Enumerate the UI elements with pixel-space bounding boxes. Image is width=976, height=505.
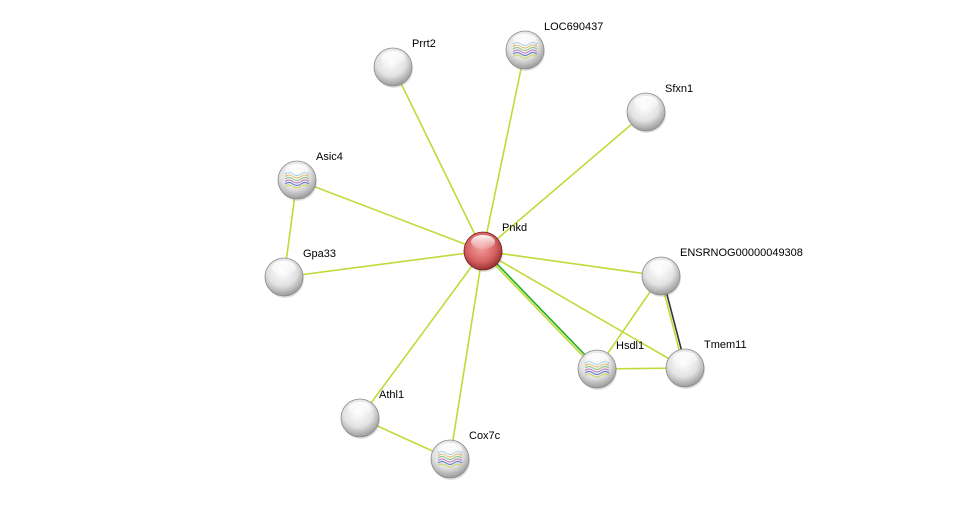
node-Prrt2[interactable]: Prrt2	[373, 38, 436, 88]
node-label: Hsdl1	[616, 340, 644, 352]
node-Hsdl1[interactable]: Hsdl1	[577, 340, 644, 390]
node-highlight	[438, 443, 462, 457]
node-label: LOC690437	[544, 21, 603, 33]
edge-Pnkd-ENSRNOG00000049308[interactable]	[482, 250, 662, 277]
edge-line-textmining	[283, 250, 484, 278]
edge-line-textmining	[392, 66, 484, 252]
node-Asic4[interactable]: Asic4	[277, 151, 343, 201]
node-highlight	[513, 34, 537, 48]
node-label: Athl1	[379, 389, 404, 401]
edge-line-textmining	[482, 250, 662, 277]
node-highlight	[348, 402, 372, 416]
edge-line-textmining	[296, 179, 484, 252]
node-highlight	[634, 96, 658, 110]
node-highlight	[381, 51, 405, 65]
node-ENSRNOG00000049308[interactable]: ENSRNOG00000049308	[641, 247, 803, 297]
node-label: Sfxn1	[665, 83, 693, 95]
edge-Pnkd-Sfxn1[interactable]	[482, 111, 647, 252]
edge-line-textmining	[482, 49, 526, 252]
node-highlight	[471, 235, 495, 249]
node-label: ENSRNOG00000049308	[680, 247, 803, 259]
edge-line-textmining	[481, 251, 597, 371]
edge-line-neighborhood	[483, 249, 599, 369]
node-label: Asic4	[316, 151, 343, 163]
node-label: Gpa33	[303, 248, 336, 260]
node-LOC690437[interactable]: LOC690437	[505, 21, 603, 71]
node-label: Prrt2	[412, 38, 436, 50]
edge-Pnkd-Cox7c[interactable]	[449, 250, 484, 460]
node-Tmem11[interactable]: Tmem11	[665, 339, 747, 389]
node-highlight	[272, 261, 296, 275]
edge-Pnkd-Asic4[interactable]	[296, 179, 484, 252]
node-label: Pnkd	[502, 222, 527, 234]
edge-Pnkd-Tmem11[interactable]	[482, 250, 686, 369]
node-Athl1[interactable]: Athl1	[340, 389, 404, 439]
node-label: Tmem11	[704, 339, 747, 351]
edge-line-textmining	[482, 250, 686, 369]
node-highlight	[585, 353, 609, 367]
node-Pnkd[interactable]: Pnkd	[463, 222, 527, 272]
node-label: Cox7c	[469, 430, 501, 442]
node-Gpa33[interactable]: Gpa33	[264, 248, 336, 298]
edge-Pnkd-Gpa33[interactable]	[283, 250, 484, 278]
edge-Pnkd-Athl1[interactable]	[359, 250, 484, 419]
edge-line-textmining	[449, 250, 484, 460]
node-Cox7c[interactable]: Cox7c	[430, 430, 501, 480]
edge-line-textmining	[359, 250, 484, 419]
node-highlight	[285, 164, 309, 178]
edge-Pnkd-LOC690437[interactable]	[482, 49, 526, 252]
node-highlight	[673, 352, 697, 366]
edge-line-textmining	[482, 111, 647, 252]
edge-Pnkd-Hsdl1[interactable]	[481, 249, 599, 371]
node-Sfxn1[interactable]: Sfxn1	[626, 83, 693, 133]
node-highlight	[649, 260, 673, 274]
edge-Pnkd-Prrt2[interactable]	[392, 66, 484, 252]
